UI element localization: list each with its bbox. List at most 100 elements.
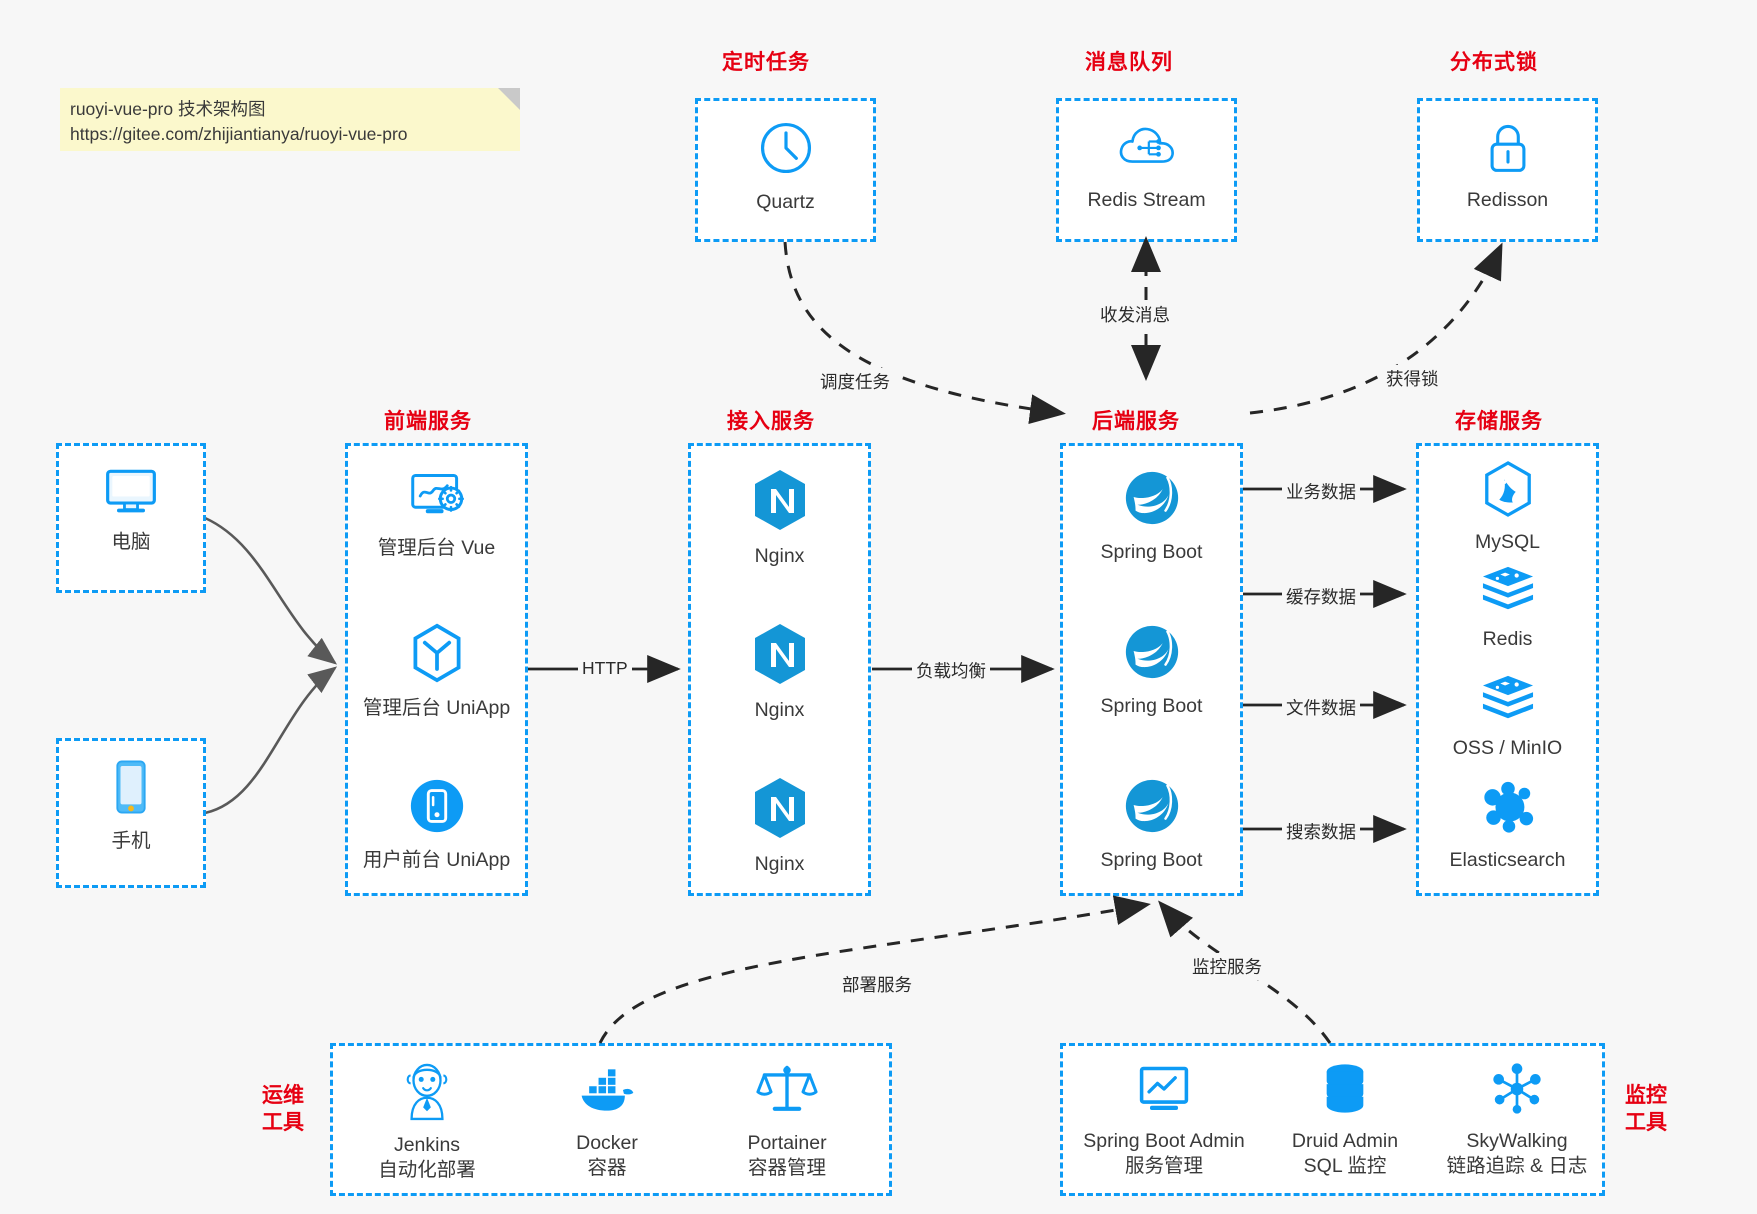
group-title-mq: 消息队列 [1085,51,1173,74]
hexagon-cube-icon [408,622,466,689]
oss-minio-icon [1479,672,1537,729]
edge-label-deploy-service: 部署服务 [838,971,916,998]
node-sublabel: 服务管理 [1124,1155,1203,1178]
node-label: Elasticsearch [1449,849,1566,871]
group-box-client-computer: 电脑 [56,443,206,593]
node-redis[interactable]: Redis [1419,563,1596,652]
group-box-monitor: Spring Boot Admin 服务管理 Druid Admin SQL 监… [1060,1043,1605,1196]
node-nginx-3[interactable]: Nginx [691,776,868,877]
node-redisson[interactable]: Redisson [1420,118,1595,213]
edge-label-schedule-task: 调度任务 [816,368,894,395]
group-title-frontend: 前端服务 [384,410,472,433]
monitor-title-line1: 监控 [1625,1084,1667,1107]
node-spring-boot-admin[interactable]: Spring Boot Admin 服务管理 [1069,1061,1259,1180]
node-sublabel: SQL 监控 [1303,1155,1387,1178]
edge-label-business-data: 业务数据 [1282,478,1360,505]
node-label: Nginx [754,853,805,875]
node-admin-uniapp[interactable]: 管理后台 UniApp [348,622,525,721]
cloud-stream-icon [1116,118,1178,181]
node-label: Portainer [747,1132,827,1154]
node-mysql[interactable]: MySQL [1419,460,1596,555]
group-title-storage: 存储服务 [1455,410,1543,433]
group-title-devops: 运维 工具 [262,1083,304,1137]
node-spring-boot-2[interactable]: Spring Boot [1063,622,1240,719]
node-redis-stream[interactable]: Redis Stream [1059,118,1234,213]
devops-title-line1: 运维 [262,1084,304,1107]
node-sublabel: 自动化部署 [378,1159,476,1182]
spring-boot-icon [1122,776,1182,841]
group-title-monitor: 监控 工具 [1625,1083,1667,1137]
node-computer[interactable]: 电脑 [59,462,203,555]
mobile-phone-icon [110,757,152,822]
node-phone[interactable]: 手机 [59,757,203,854]
node-label: Jenkins [393,1134,461,1156]
group-box-lock: Redisson [1417,98,1598,242]
node-admin-vue[interactable]: 管理后台 Vue [348,468,525,561]
node-label: Spring Boot Admin [1083,1130,1245,1152]
node-label: 电脑 [111,531,151,553]
edge-label-cache-data: 缓存数据 [1282,583,1360,610]
portainer-scales-icon [756,1061,818,1124]
node-sublabel: 容器管理 [747,1157,826,1180]
group-box-devops: Jenkins 自动化部署 Docker 容器 [330,1043,892,1196]
node-spring-boot-3[interactable]: Spring Boot [1063,776,1240,873]
node-sublabel: 容器 [587,1157,627,1180]
database-icon [1318,1061,1372,1122]
node-jenkins[interactable]: Jenkins 自动化部署 [347,1061,507,1184]
node-label: 管理后台 UniApp [362,697,511,719]
group-box-scheduler: Quartz [695,98,876,242]
node-nginx-2[interactable]: Nginx [691,622,868,723]
group-title-gateway: 接入服务 [727,410,815,433]
node-label: Spring Boot [1100,541,1203,563]
edge-label-http: HTTP [578,657,632,680]
node-elasticsearch[interactable]: Elasticsearch [1419,780,1596,873]
node-label: Redisson [1466,189,1549,211]
desktop-computer-icon [100,462,162,523]
nginx-icon [751,776,809,845]
sticky-note: ruoyi-vue-pro 技术架构图 https://gitee.com/zh… [60,88,520,151]
edge-label-load-balance: 负载均衡 [912,657,990,684]
group-title-lock: 分布式锁 [1450,51,1538,74]
node-label: Docker [576,1132,638,1154]
node-label: Redis Stream [1087,189,1206,211]
node-label: Spring Boot [1100,695,1203,717]
nginx-icon [751,468,809,537]
group-box-storage: MySQL Redis [1416,443,1599,896]
node-label: MySQL [1474,531,1540,553]
spring-boot-icon [1122,622,1182,687]
skywalking-icon [1488,1061,1546,1122]
node-label: Spring Boot [1100,849,1203,871]
jenkins-icon [400,1061,454,1126]
node-druid-admin[interactable]: Druid Admin SQL 监控 [1259,1061,1431,1180]
mobile-circle-icon [407,776,467,841]
elasticsearch-icon [1479,780,1537,841]
node-label: 用户前台 UniApp [362,849,511,871]
edge-label-send-receive-message: 收发消息 [1096,301,1174,328]
node-skywalking[interactable]: SkyWalking 链路追踪 & 日志 [1431,1061,1603,1180]
node-label: Druid Admin [1291,1130,1399,1152]
mysql-icon [1481,460,1535,523]
node-label: Nginx [754,545,805,567]
edge-label-file-data: 文件数据 [1282,694,1360,721]
node-user-uniapp[interactable]: 用户前台 UniApp [348,776,525,873]
note-fold-corner [498,88,520,110]
edge-label-search-data: 搜索数据 [1282,818,1360,845]
monitor-title-line2: 工具 [1625,1110,1667,1134]
note-title-line: ruoyi-vue-pro 技术架构图 [70,99,266,119]
node-nginx-1[interactable]: Nginx [691,468,868,569]
node-spring-boot-1[interactable]: Spring Boot [1063,468,1240,565]
group-box-client-phone: 手机 [56,738,206,888]
node-docker[interactable]: Docker 容器 [527,1061,687,1182]
monitor-chart-icon [1134,1061,1194,1122]
node-label: Nginx [754,699,805,721]
node-oss-minio[interactable]: OSS / MinIO [1419,672,1596,761]
node-label: Redis [1482,628,1533,650]
node-portainer[interactable]: Portainer 容器管理 [707,1061,867,1182]
group-title-scheduler: 定时任务 [722,51,810,74]
nginx-icon [751,622,809,691]
node-label: OSS / MinIO [1452,737,1563,759]
redis-icon [1479,563,1537,620]
node-quartz[interactable]: Quartz [698,118,873,215]
